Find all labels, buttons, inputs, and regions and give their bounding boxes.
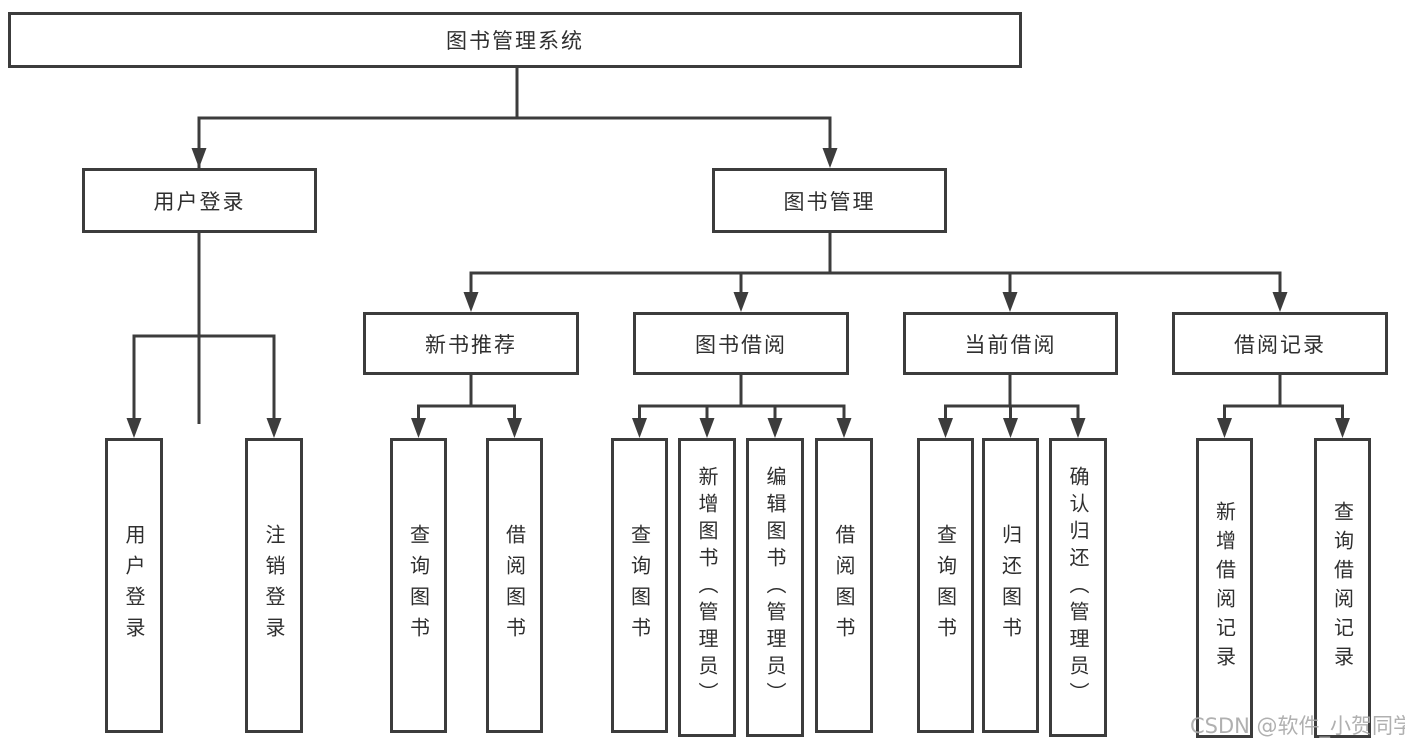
connector-line <box>469 233 1282 298</box>
node-book-borrowing: 图书借阅 <box>633 312 849 375</box>
connector-line <box>944 375 1080 424</box>
arrowhead-icon <box>733 292 749 312</box>
connector-line <box>132 233 276 424</box>
node-label: 查询借阅记录 <box>1330 501 1355 675</box>
watermark: CSDN @软件_小贺同学 <box>1190 714 1405 738</box>
connector-line <box>417 375 516 424</box>
leaf-return-books: 归还图书 <box>982 438 1039 733</box>
arrowhead-icon <box>632 418 647 438</box>
leaf-logout: 注销登录 <box>245 438 303 733</box>
leaf-add-book-admin: 新增图书（管理员） <box>678 438 736 737</box>
leaf-add-borrow-record: 新增借阅记录 <box>1196 438 1253 738</box>
arrowhead-icon <box>1070 418 1086 438</box>
arrowhead-icon <box>411 418 426 438</box>
node-label: 用户登录 <box>153 189 246 214</box>
connector-line <box>638 375 846 424</box>
node-label: 编辑图书（管理员） <box>763 466 787 709</box>
arrowhead-icon <box>822 148 838 168</box>
node-label: 用户登录 <box>122 523 146 648</box>
arrowhead-icon <box>767 418 783 438</box>
node-label: 查询图书 <box>933 523 958 648</box>
node-label: 借阅记录 <box>1234 332 1326 357</box>
node-label: 当前借阅 <box>964 332 1057 357</box>
node-label: 新增借阅记录 <box>1212 501 1237 675</box>
node-label: 借阅图书 <box>502 523 527 648</box>
leaf-query-books-recommend: 查询图书 <box>390 438 447 733</box>
arrowhead-icon <box>938 418 953 438</box>
node-label: 借阅图书 <box>832 523 856 648</box>
arrowhead-icon <box>191 148 207 168</box>
leaf-borrow-books-borrow: 借阅图书 <box>815 438 873 733</box>
leaf-confirm-return-admin: 确认归还（管理员） <box>1049 438 1107 737</box>
node-label: 查询图书 <box>406 523 431 648</box>
arrowhead-icon <box>1272 292 1288 312</box>
node-label: 图书借阅 <box>695 332 787 357</box>
node-borrowing-records: 借阅记录 <box>1172 312 1388 375</box>
node-new-book-recommendation: 新书推荐 <box>363 312 579 375</box>
arrowhead-icon <box>836 418 852 438</box>
arrowhead-icon <box>266 418 282 438</box>
leaf-borrow-books-recommend: 借阅图书 <box>486 438 543 733</box>
node-current-borrowing: 当前借阅 <box>903 312 1118 375</box>
arrowhead-icon <box>1217 418 1232 438</box>
node-label: 查询图书 <box>627 523 652 648</box>
leaf-query-books-current: 查询图书 <box>917 438 974 733</box>
arrowhead-icon <box>1002 292 1018 312</box>
connector-line <box>1223 375 1344 424</box>
leaf-edit-book-admin: 编辑图书（管理员） <box>746 438 804 737</box>
node-label: 归还图书 <box>998 523 1023 648</box>
arrowhead-icon <box>507 418 522 438</box>
arrowhead-icon <box>699 418 715 438</box>
connector-line <box>197 68 832 424</box>
node-label: 新书推荐 <box>425 332 517 357</box>
node-library-management-system: 图书管理系统 <box>8 12 1022 68</box>
node-user-login: 用户登录 <box>82 168 317 233</box>
node-label: 图书管理 <box>783 189 876 214</box>
arrowhead-icon <box>1335 418 1350 438</box>
arrowhead-icon <box>463 292 479 312</box>
node-label: 确认归还（管理员） <box>1066 466 1090 709</box>
node-label: 图书管理系统 <box>446 29 584 53</box>
leaf-user-login: 用户登录 <box>105 438 163 733</box>
leaf-query-books-borrow: 查询图书 <box>611 438 668 733</box>
node-label: 注销登录 <box>262 523 286 648</box>
node-book-management: 图书管理 <box>712 168 947 233</box>
arrowhead-icon <box>1003 418 1018 438</box>
leaf-query-borrow-record: 查询借阅记录 <box>1314 438 1371 738</box>
arrowhead-icon <box>126 418 142 438</box>
node-label: 新增图书（管理员） <box>695 466 719 709</box>
